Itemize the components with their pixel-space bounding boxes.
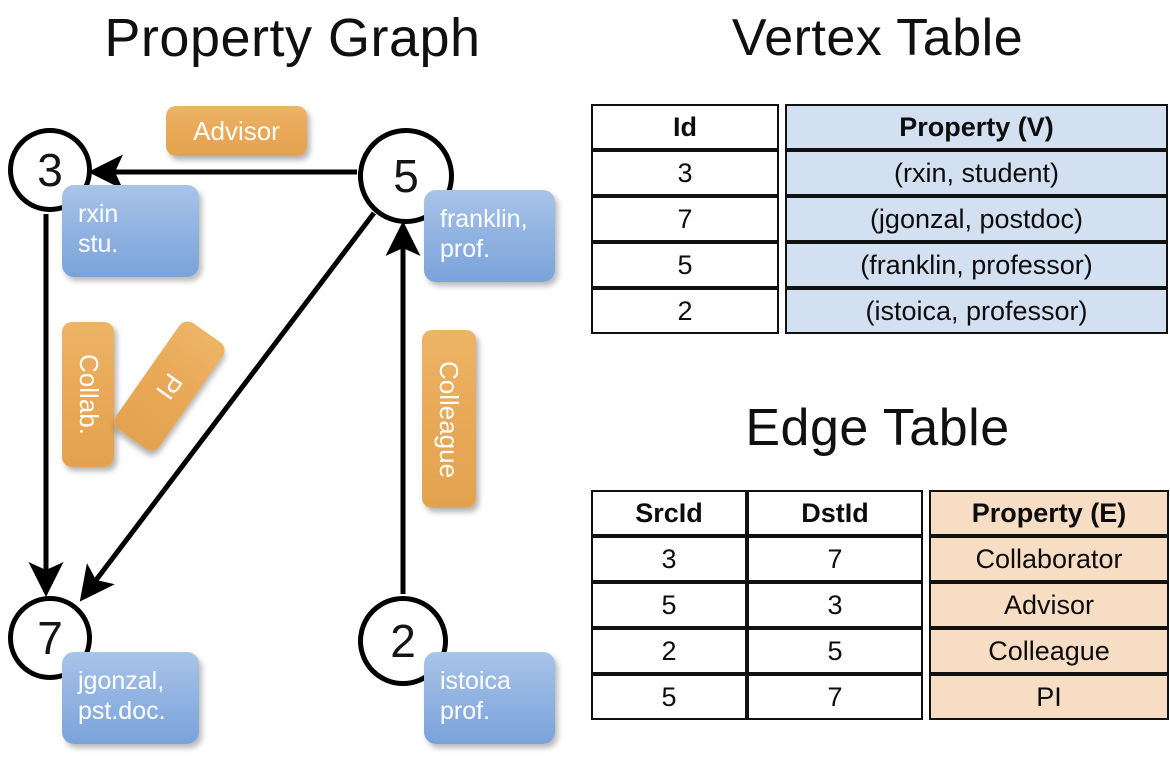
vertex-cell-property: (istoica, professor) — [785, 288, 1168, 334]
vertex-table-title: Vertex Table — [731, 9, 1024, 67]
table-row: 3 7 Collaborator — [591, 536, 1169, 582]
vertex-table: Id Property (V) 3 (rxin, student) 7 (jgo… — [591, 104, 1168, 334]
edge-table-header-dstid: DstId — [747, 490, 923, 536]
edge-cell-dstid: 3 — [747, 582, 923, 628]
graph-node-7-label: 7 — [37, 612, 63, 664]
table-row: 5 (franklin, professor) — [591, 242, 1168, 288]
graph-node-2-label: 2 — [390, 615, 416, 667]
edge-cell-srcid: 5 — [591, 674, 747, 720]
graph-edges — [28, 154, 421, 602]
node-property-5-line2: prof. — [440, 235, 491, 263]
edge-cell-property: Colleague — [929, 628, 1169, 674]
edge-table: SrcId DstId Property (E) 3 7 Collaborato… — [591, 490, 1169, 720]
table-row: 2 (istoica, professor) — [591, 288, 1168, 334]
graph-node-5-label: 5 — [393, 150, 419, 202]
node-property-box-5: franklin, prof. — [424, 190, 555, 282]
vertex-table-header-row: Id Property (V) — [591, 104, 1168, 150]
property-graph-title: Property Graph — [104, 8, 481, 68]
vertex-cell-property: (jgonzal, postdoc) — [785, 196, 1168, 242]
node-property-7-line2: pst.doc. — [78, 697, 166, 725]
vertex-cell-property: (rxin, student) — [785, 150, 1168, 196]
vertex-cell-id: 2 — [591, 288, 779, 334]
edge-cell-dstid: 5 — [747, 628, 923, 674]
edge-cell-srcid: 3 — [591, 536, 747, 582]
table-row: 2 5 Colleague — [591, 628, 1169, 674]
edge-cell-srcid: 2 — [591, 628, 747, 674]
edge-cell-property: PI — [929, 674, 1169, 720]
edge-table-header-row: SrcId DstId Property (E) — [591, 490, 1169, 536]
table-row: 5 7 PI — [591, 674, 1169, 720]
vertex-table-header-id: Id — [591, 104, 779, 150]
node-property-2-line1: istoica — [440, 667, 511, 695]
node-property-3-line2: stu. — [78, 230, 119, 258]
edge-label-colleague: Colleague — [422, 330, 476, 508]
edge-cell-dstid: 7 — [747, 674, 923, 720]
graph-node-2[interactable]: 2 — [358, 596, 448, 686]
node-property-box-3: rxin stu. — [62, 185, 199, 277]
node-property-5-line1: franklin, — [440, 205, 528, 233]
vertex-table-header-property: Property (V) — [785, 104, 1168, 150]
table-row: 7 (jgonzal, postdoc) — [591, 196, 1168, 242]
graph-node-3-label: 3 — [37, 144, 63, 196]
edge-label-advisor-text: Advisor — [193, 115, 280, 146]
edge-label-collab-text: Collab. — [73, 354, 104, 435]
table-row: 3 (rxin, student) — [591, 150, 1168, 196]
node-property-box-2: istoica prof. — [424, 652, 555, 744]
table-row: 5 3 Advisor — [591, 582, 1169, 628]
vertex-cell-property: (franklin, professor) — [785, 242, 1168, 288]
node-property-box-7: jgonzal, pst.doc. — [62, 652, 199, 744]
vertex-cell-id: 7 — [591, 196, 779, 242]
vertex-cell-id: 3 — [591, 150, 779, 196]
edge-label-advisor: Advisor — [166, 106, 307, 156]
edge-cell-property: Collaborator — [929, 536, 1169, 582]
node-property-3-line1: rxin — [78, 200, 119, 228]
edge-label-collab: Collab. — [62, 322, 114, 467]
edge-line-5-to-7 — [79, 211, 376, 602]
node-property-7-line1: jgonzal, — [78, 667, 165, 695]
edge-table-title: Edge Table — [745, 399, 1010, 457]
edge-label-colleague-text: Colleague — [434, 360, 465, 478]
edge-cell-srcid: 5 — [591, 582, 747, 628]
edge-label-pi-text: PI — [150, 367, 190, 405]
edge-table-header-srcid: SrcId — [591, 490, 747, 536]
edge-table-header-property: Property (E) — [929, 490, 1169, 536]
edge-cell-dstid: 7 — [747, 536, 923, 582]
edge-cell-property: Advisor — [929, 582, 1169, 628]
node-property-2-line2: prof. — [440, 697, 491, 725]
vertex-cell-id: 5 — [591, 242, 779, 288]
